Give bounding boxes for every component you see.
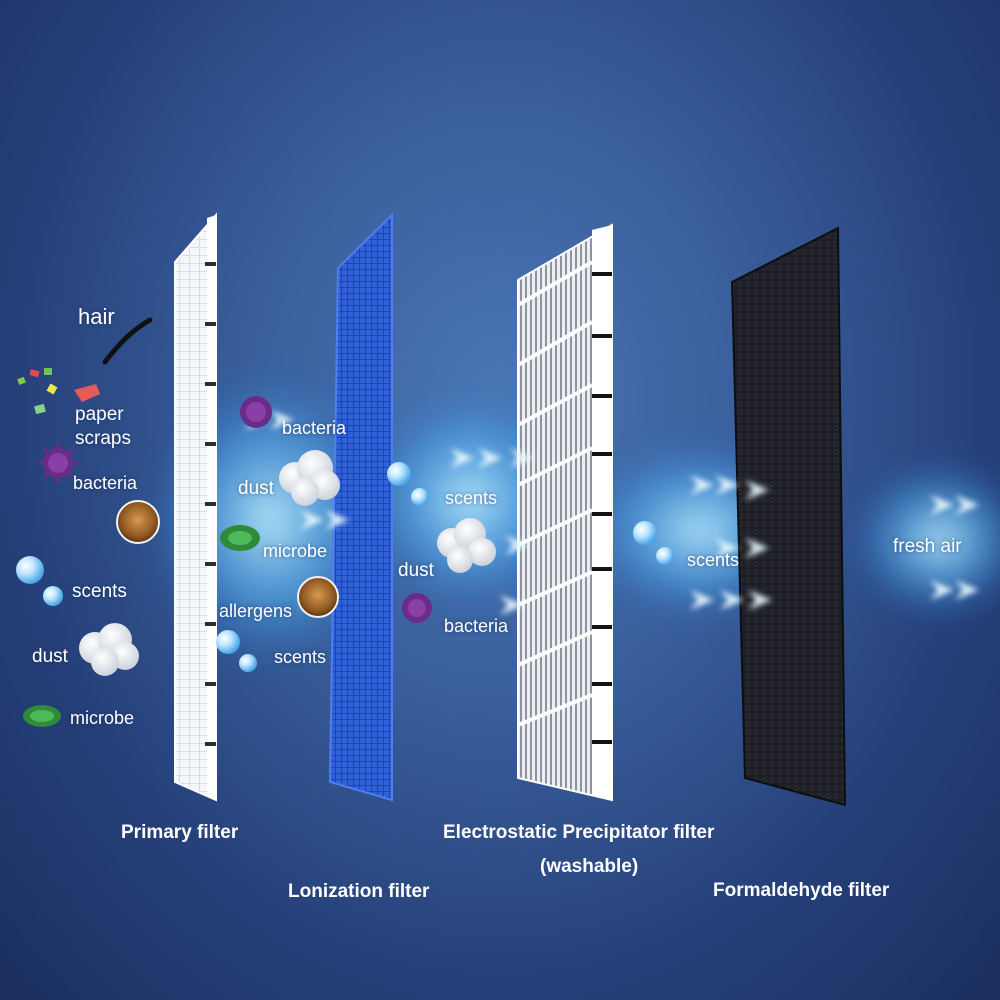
label-scents-stage1: scents: [274, 647, 327, 667]
label-fresh-air: fresh air: [893, 536, 962, 557]
allergen-mite-icon: [116, 500, 160, 544]
dust-cloud-icon-stage2: [437, 518, 496, 573]
label-microbe-stage1: microbe: [263, 541, 328, 561]
primary-filter-panel: [174, 212, 217, 802]
dust-cloud-icon: [79, 623, 139, 676]
microbe-icon-stage1: [220, 525, 260, 551]
label-scents: scents: [72, 581, 127, 602]
label-microbe: microbe: [70, 708, 135, 728]
label-scents-stage2: scents: [445, 488, 498, 508]
caption-primary-filter: Primary filter: [121, 822, 239, 843]
scents-bubbles-icon-stage2: [387, 462, 429, 506]
label-bacteria-stage1: bacteria: [282, 418, 347, 438]
allergen-mite-icon-stage1: [297, 576, 339, 618]
formaldehyde-filter-panel: [730, 226, 847, 807]
bacteria-icon-stage1: [240, 396, 272, 428]
label-dust-stage1: dust: [238, 478, 274, 499]
caption-formaldehyde-filter: Formaldehyde filter: [713, 880, 890, 901]
caption-electrostatic-note: (washable): [540, 856, 639, 877]
caption-ionization-filter: Lonization filter: [288, 881, 430, 902]
bacteria-icon-stage2: [402, 593, 432, 623]
electrostatic-filter-panel: [516, 223, 613, 802]
bacteria-icon: [38, 443, 78, 483]
dust-cloud-icon-stage1: [279, 450, 340, 506]
label-paper: paper: [75, 404, 124, 425]
label-bacteria: bacteria: [73, 473, 138, 493]
hair-icon: [102, 317, 153, 365]
label-dust: dust: [32, 646, 68, 667]
ionization-filter-panel: [328, 212, 393, 802]
label-dust-stage2: dust: [398, 560, 434, 581]
microbe-icon: [23, 705, 61, 727]
label-bacteria-stage2: bacteria: [444, 616, 509, 636]
label-allergens-stage1: allergens: [219, 601, 293, 621]
label-hair: hair: [78, 304, 115, 329]
scents-bubbles-icon-stage3: [633, 521, 674, 565]
paper-scraps-icon: [17, 368, 100, 415]
scents-bubbles-icon: [16, 556, 63, 606]
scents-bubbles-icon-stage1: [216, 630, 257, 672]
caption-electrostatic-filter: Electrostatic Precipitator filter: [443, 822, 715, 843]
label-scraps: scraps: [75, 428, 131, 449]
label-scents-stage3: scents: [687, 550, 740, 570]
